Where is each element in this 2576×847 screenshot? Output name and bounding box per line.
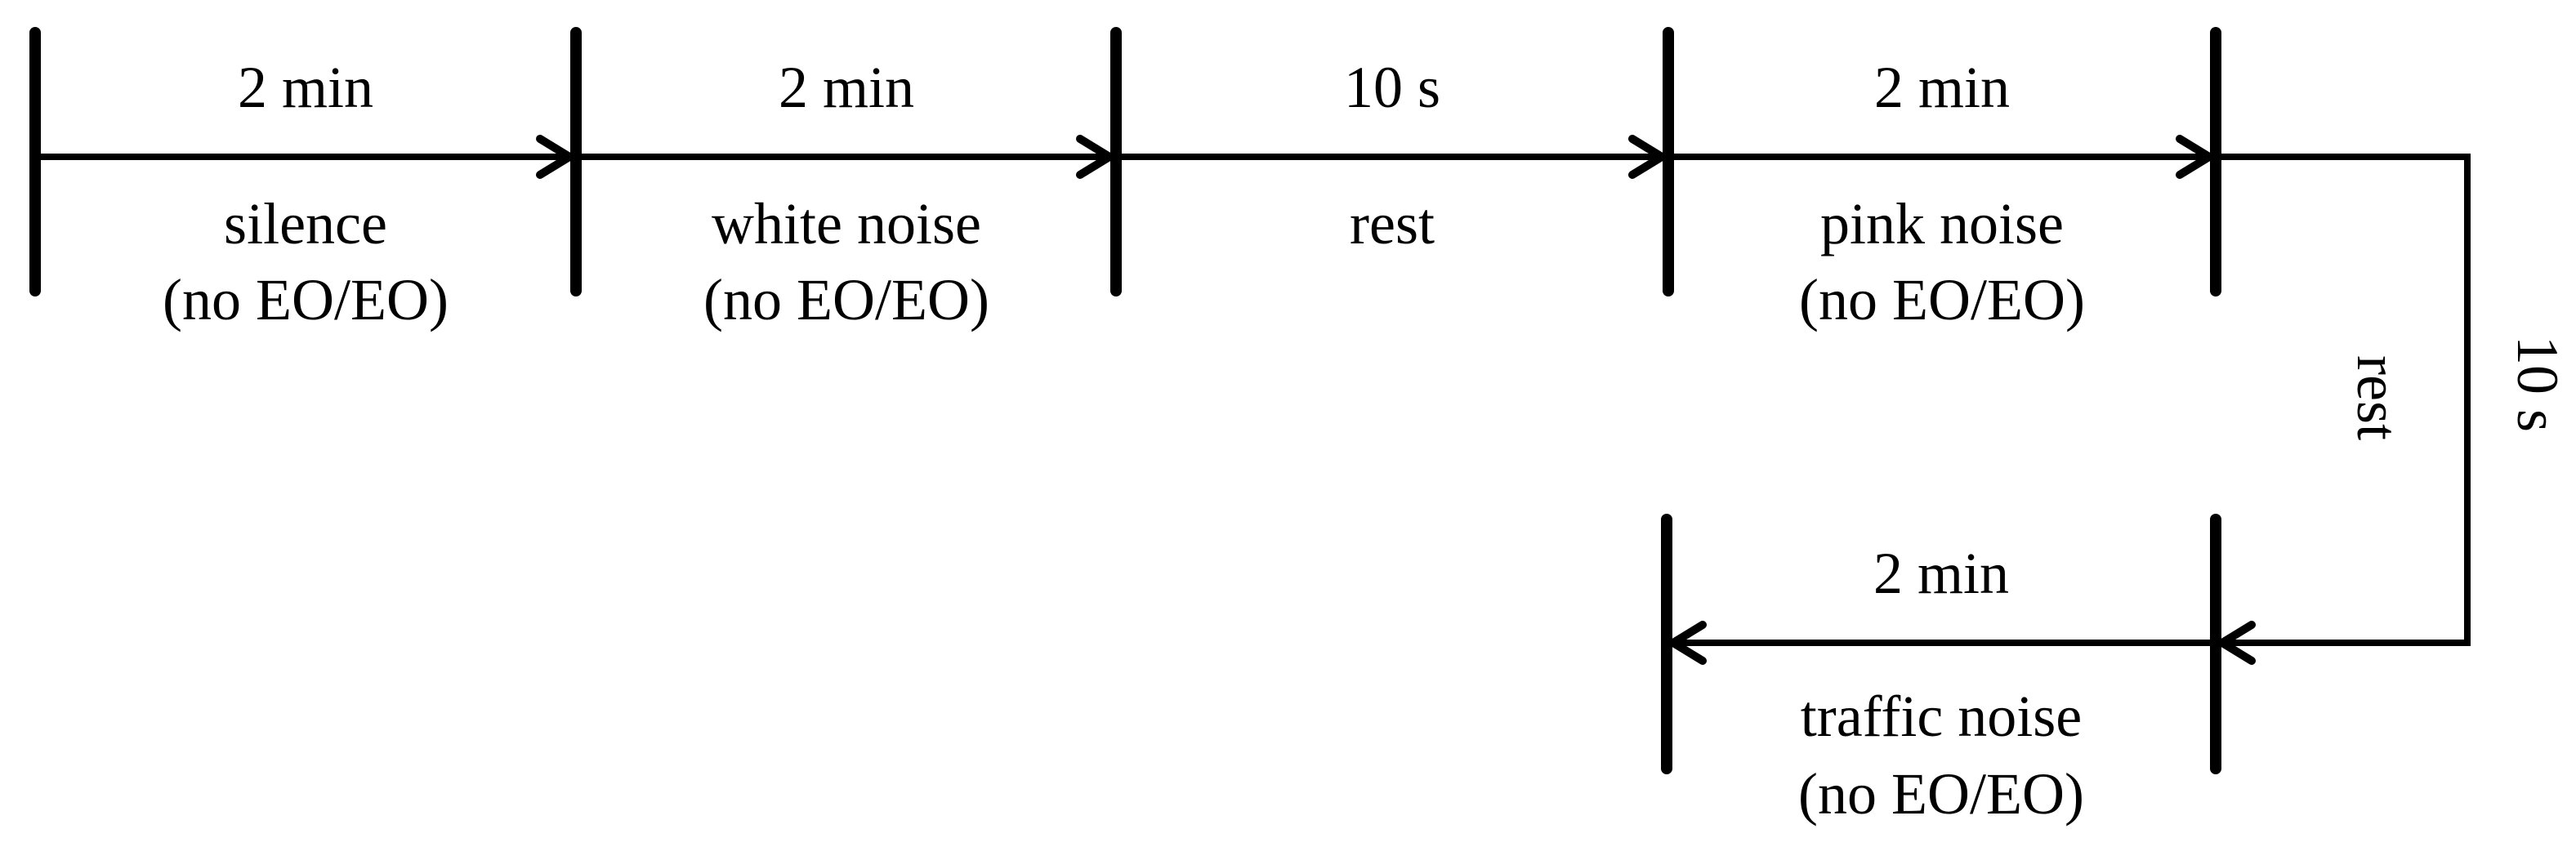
segment-duration-label: 2 min — [1873, 55, 2011, 120]
arrowhead-left-icon — [2218, 621, 2256, 665]
connector-name-label: rest — [2345, 355, 2410, 440]
segment-name-label: pink noise — [1820, 191, 2064, 256]
segment-duration-label: 2 min — [237, 55, 374, 120]
segment-name-label: traffic noise — [1800, 684, 2083, 749]
arrowhead-right-icon — [1628, 135, 1666, 179]
arrowhead-right-icon — [1076, 135, 1114, 179]
arrowhead-right-icon — [536, 135, 574, 179]
segment-name-label: rest — [1350, 191, 1435, 256]
timeline-path — [35, 154, 2471, 646]
arrowhead-right-icon — [2176, 135, 2213, 179]
segment-duration-label: 2 min — [1873, 541, 2010, 606]
segment-condition-label: (no EO/EO) — [1799, 267, 2085, 332]
connector-duration-label: 10 s — [2505, 335, 2570, 433]
segment-condition-label: (no EO/EO) — [163, 267, 449, 332]
segment-condition-label: (no EO/EO) — [703, 267, 989, 332]
segment-name-label: silence — [224, 191, 387, 256]
segment-name-label: white noise — [712, 191, 981, 256]
arrowhead-left-icon — [1669, 621, 1707, 665]
segment-condition-label: (no EO/EO) — [1798, 761, 2084, 827]
segment-duration-label: 2 min — [778, 55, 915, 120]
segment-duration-label: 10 s — [1343, 55, 1441, 120]
